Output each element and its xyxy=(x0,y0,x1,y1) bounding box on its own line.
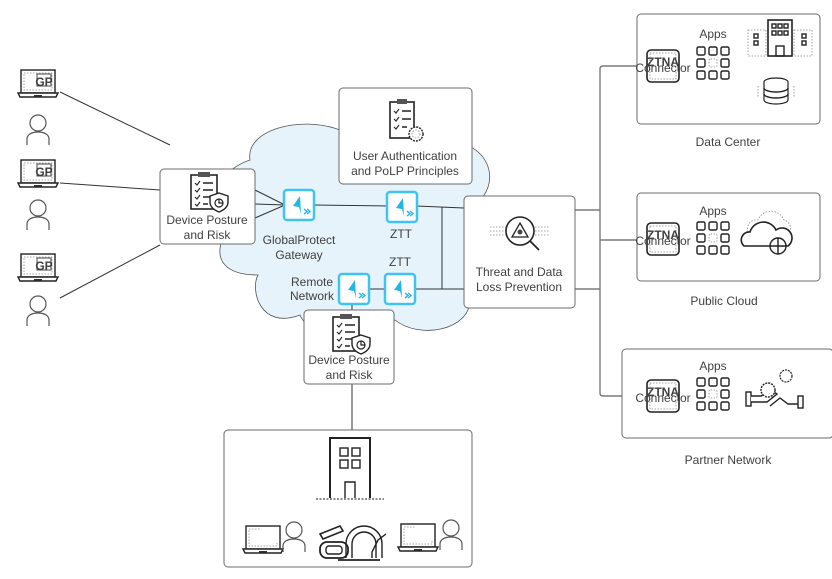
connector-sub: Connector xyxy=(635,391,690,405)
gp-label: GP xyxy=(35,165,52,179)
apps-label: Apps xyxy=(699,359,726,373)
connector-dp-gp2 xyxy=(254,203,286,206)
prisma-access-icon xyxy=(337,272,371,306)
globalprotect-gateway-node[interactable]: GlobalProtect Gateway xyxy=(263,188,336,262)
cloud-globe-icon xyxy=(740,210,793,255)
connector-destination-bus xyxy=(599,65,648,397)
destination-label: Data Center xyxy=(696,135,761,149)
node-label: GlobalProtect xyxy=(263,233,336,247)
iot-devices-icon xyxy=(318,525,387,561)
office-building-icon xyxy=(747,19,813,57)
connector-title: ZTNA xyxy=(647,55,679,69)
ztt-node-top[interactable]: ZTT xyxy=(385,190,419,241)
node-label: and Risk xyxy=(326,368,374,382)
public-cloud-destination[interactable]: ZTNA Connector Apps Public Cloud xyxy=(635,192,821,308)
partner-handshake-icon xyxy=(745,369,804,409)
destination-label: Partner Network xyxy=(685,453,773,467)
person-icon xyxy=(26,114,50,146)
node-label: Device Posture xyxy=(166,213,248,227)
branch-office-node[interactable] xyxy=(223,429,473,568)
connector-user2 xyxy=(59,182,161,191)
connector-sub: Connector xyxy=(635,234,690,248)
data-center-destination[interactable]: ZTNA Connector Apps Data Center xyxy=(635,13,821,149)
prisma-access-icon xyxy=(383,272,417,306)
device-posture-node-bottom[interactable]: Device Posture and Risk xyxy=(303,309,395,385)
node-label: and Risk xyxy=(184,228,232,242)
node-label: Loss Prevention xyxy=(476,280,562,294)
prisma-access-icon xyxy=(282,188,316,222)
connector-sub: Connector xyxy=(635,61,690,75)
connector-gp-ztt xyxy=(312,204,389,207)
user-auth-node[interactable]: User Authentication and PoLP Principles xyxy=(338,87,473,185)
building-icon xyxy=(316,437,384,500)
connector-user1 xyxy=(59,91,171,146)
device-posture-node-top[interactable]: Device Posture and Risk xyxy=(159,168,256,245)
apps-label: Apps xyxy=(699,27,726,41)
connector-title: ZTNA xyxy=(647,385,679,399)
connector-dp-gp3 xyxy=(254,204,286,219)
node-label: Device Posture xyxy=(308,353,390,367)
connector-ztt-threat xyxy=(415,205,465,209)
apps-label: Apps xyxy=(699,204,726,218)
person-icon xyxy=(26,295,50,327)
node-label: Threat and Data xyxy=(476,265,563,279)
prisma-access-icon xyxy=(385,190,419,224)
partner-network-destination[interactable]: ZTNA Connector Apps Partner Network xyxy=(621,348,832,467)
gp-label: GP xyxy=(35,259,52,273)
node-label: User Authentication xyxy=(353,149,457,163)
remote-user-2: GP xyxy=(17,159,59,231)
remote-user-3: GP xyxy=(17,253,59,327)
connector-dp-gp1 xyxy=(254,189,286,206)
person-icon xyxy=(26,199,50,231)
connector-user3 xyxy=(59,244,161,299)
remote-user-1: GP xyxy=(17,69,59,146)
node-label: ZTT xyxy=(390,227,413,241)
database-icon xyxy=(757,77,795,105)
threat-prevention-node[interactable]: Threat and Data Loss Prevention xyxy=(463,195,576,309)
remote-network-node[interactable]: Remote Network xyxy=(290,272,371,306)
threat-magnifier-icon xyxy=(490,216,550,251)
gp-label: GP xyxy=(35,75,52,89)
destination-label: Public Cloud xyxy=(690,294,757,308)
node-label: Network xyxy=(290,289,335,303)
connector-title: ZTNA xyxy=(647,228,679,242)
node-label: Gateway xyxy=(275,248,322,262)
clipboard-badge-icon xyxy=(389,99,424,142)
ztt-node-bottom[interactable]: ZTT xyxy=(383,255,417,306)
node-label: Remote xyxy=(291,275,333,289)
node-label: and PoLP Principles xyxy=(351,164,459,178)
node-label: ZTT xyxy=(389,255,412,269)
